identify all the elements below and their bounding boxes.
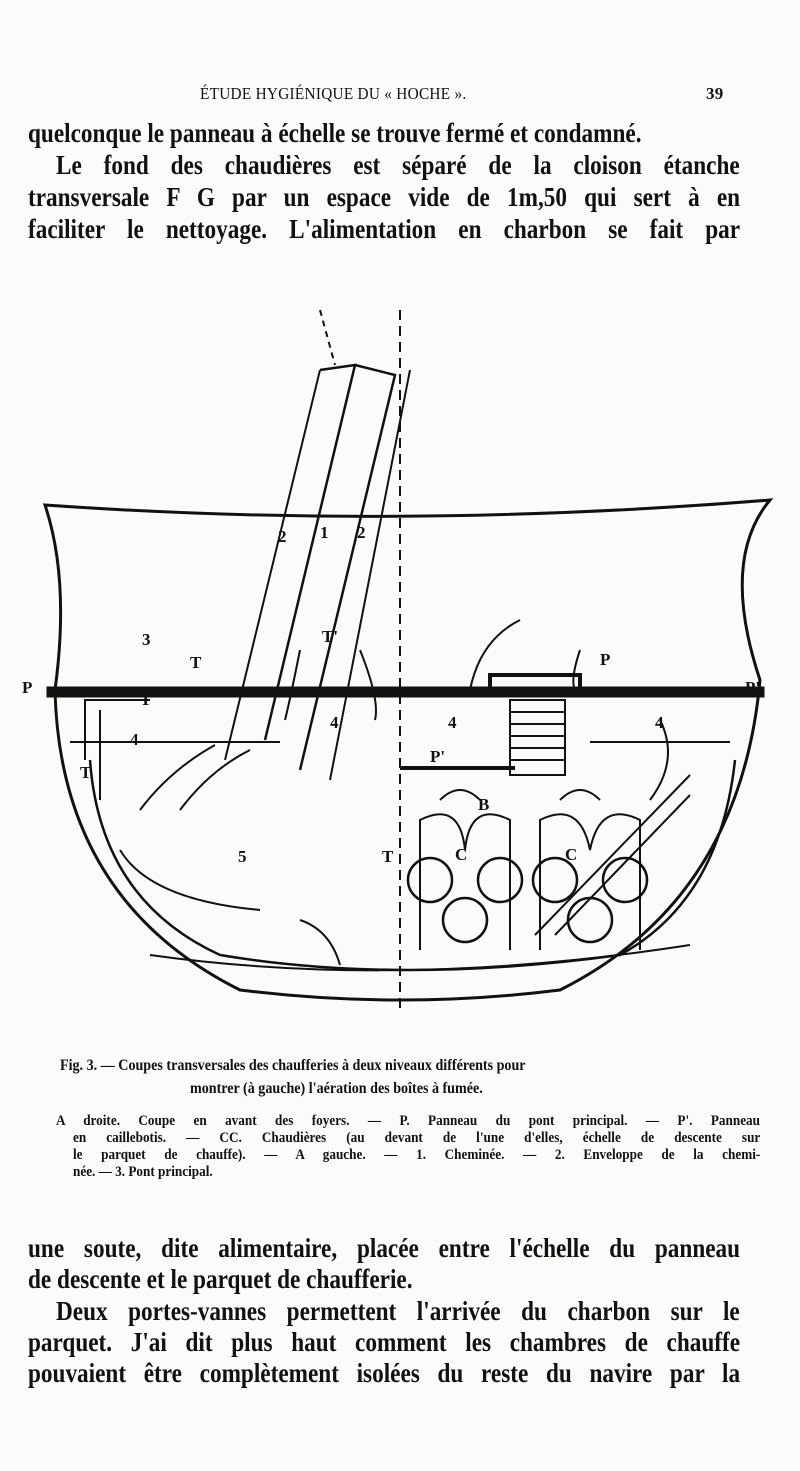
paragraph-line: faciliter le nettoyage. L'alimentation e… xyxy=(28,214,741,244)
ladder xyxy=(509,699,691,936)
label-4-mid: 4 xyxy=(330,713,339,732)
figure-legend-line: née. — 3. Pont principal. xyxy=(73,1164,213,1180)
running-title: ÉTUDE HYGIÉNIQUE DU « HOCHE ». xyxy=(200,84,467,103)
paragraph-line: Deux portes-vannes permettent l'arrivée … xyxy=(56,1296,740,1326)
figure-labels: 2 1 2 3 T T T T' P P P' P' 4 4 4 4 5 B T… xyxy=(22,523,760,866)
chimney xyxy=(263,363,397,771)
paragraph-line: transversale F G par un espace vide de 1… xyxy=(28,182,741,212)
main-deck xyxy=(46,686,765,698)
figure-caption-line: Fig. 3. — Coupes transversales des chauf… xyxy=(60,1057,526,1074)
label-2-left: 2 xyxy=(278,527,287,546)
paragraph-line: pouvaient être complètement isolées du r… xyxy=(28,1358,741,1388)
label-c-right: C xyxy=(565,845,577,864)
label-p-prime-right: P' xyxy=(745,678,760,697)
label-t: T xyxy=(190,653,202,672)
label-4-right: 4 xyxy=(448,713,457,732)
label-2-right: 2 xyxy=(357,523,366,542)
label-4-left: 4 xyxy=(130,730,139,749)
label-4-far: 4 xyxy=(655,713,664,732)
figure-legend-line: A droite. Coupe en avant des foyers. — P… xyxy=(56,1113,760,1129)
hull-outline xyxy=(42,498,774,1002)
figure-caption-line: montrer (à gauche) l'aération des boîtes… xyxy=(190,1080,483,1097)
paragraph-line: Le fond des chaudières est séparé de la … xyxy=(56,150,740,180)
label-c-left: C xyxy=(455,845,467,864)
paragraph-line: quelconque le panneau à échelle se trouv… xyxy=(28,118,642,148)
label-p-left: P xyxy=(22,678,32,697)
paragraph-line: de descente et le parquet de chaufferie. xyxy=(28,1264,413,1294)
page-number: 39 xyxy=(706,84,724,103)
ship-cross-section-figure: 2 1 2 3 T T T T' P P P' P' 4 4 4 4 5 B T… xyxy=(22,309,774,1010)
paragraph-line: une soute, dite alimentaire, placée entr… xyxy=(28,1233,741,1263)
air-flow-arrows xyxy=(84,619,669,966)
paragraph-line: parquet. J'ai dit plus haut comment les … xyxy=(28,1327,741,1357)
label-3: 3 xyxy=(142,630,151,649)
figure-legend-line: en caillebotis. — CC. Chaudières (au dev… xyxy=(73,1130,761,1146)
label-5: 5 xyxy=(238,847,247,866)
label-1: 1 xyxy=(320,523,329,542)
label-b: B xyxy=(478,795,489,814)
figure-legend-line: le parquet de chauffe). — A gauche. — 1.… xyxy=(73,1147,761,1163)
label-t-center: T xyxy=(382,847,394,866)
boilers xyxy=(406,813,649,950)
label-t-prime: T' xyxy=(322,627,338,646)
label-p: P xyxy=(600,650,610,669)
label-t-left: T xyxy=(80,763,92,782)
label-p-prime: P' xyxy=(430,747,445,766)
label-t-deck: T xyxy=(140,690,152,709)
